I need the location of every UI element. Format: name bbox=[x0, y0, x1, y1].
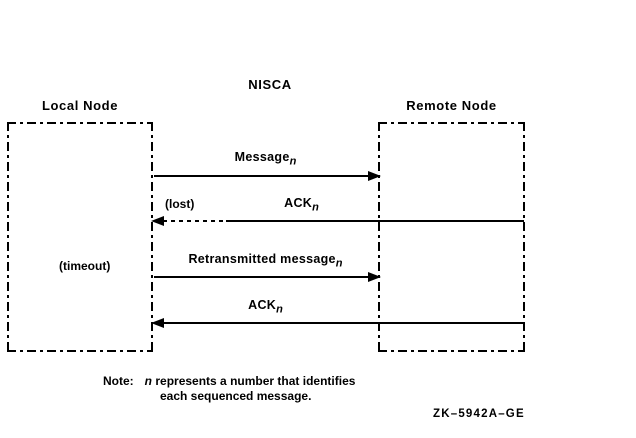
local-node-label: Local Node bbox=[41, 98, 119, 113]
figure-note: Note: n represents a number that identifi… bbox=[103, 374, 355, 404]
ack-n-lost-text: ACK bbox=[284, 196, 313, 210]
retransmitted-message-n-text: Retransmitted message bbox=[188, 252, 336, 266]
ack-n-final-text: ACK bbox=[248, 298, 277, 312]
local-node-box-left-edge bbox=[7, 122, 9, 352]
figure-note-symbol: n bbox=[144, 374, 153, 388]
figure-note-line2: each sequenced message. bbox=[160, 389, 312, 403]
figure-note-line1: represents a number that identifies bbox=[155, 374, 356, 388]
local-node-box bbox=[7, 122, 153, 352]
retransmitted-message-n-label: Retransmitted messagen bbox=[153, 252, 378, 270]
ack-n-final-subscript: n bbox=[276, 303, 283, 316]
lost-annotation: (lost) bbox=[165, 197, 195, 211]
timeout-annotation: (timeout) bbox=[59, 259, 111, 273]
message-n-text: Message bbox=[234, 150, 290, 164]
message-n-subscript: n bbox=[289, 155, 297, 168]
figure-id: ZK–5942A–GE bbox=[433, 408, 525, 420]
remote-node-box-right-edge bbox=[523, 122, 525, 352]
remote-node-box bbox=[378, 122, 525, 352]
ack-n-final-label: ACKn bbox=[153, 298, 378, 316]
arrow-retransmitted-message-n bbox=[154, 272, 381, 282]
protocol-title: NISCA bbox=[248, 77, 292, 92]
remote-node-box-top-edge bbox=[378, 122, 525, 124]
remote-node-box-left-edge bbox=[378, 122, 380, 352]
ack-n-lost-label: ACKn bbox=[225, 196, 378, 214]
local-node-box-top-edge bbox=[7, 122, 153, 124]
message-n-label: Messagen bbox=[153, 150, 378, 168]
local-node-box-bottom-edge bbox=[7, 350, 153, 352]
remote-node-label: Remote Node bbox=[406, 98, 497, 113]
local-node-box-right-edge bbox=[151, 122, 153, 352]
figure-note-label: Note: bbox=[103, 374, 134, 388]
retransmitted-message-n-subscript: n bbox=[335, 257, 343, 270]
ack-n-lost-subscript: n bbox=[312, 201, 319, 214]
arrow-message-n bbox=[154, 171, 381, 181]
remote-node-box-bottom-edge bbox=[378, 350, 525, 352]
